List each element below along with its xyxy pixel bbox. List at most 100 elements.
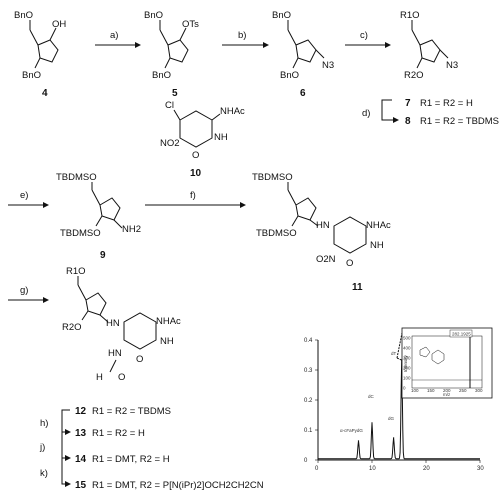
arrow-d [381, 99, 399, 123]
c5-number: 5 [172, 88, 178, 99]
c12-15-o1: O [118, 372, 125, 383]
chromatogram-trace [318, 359, 480, 460]
compound-11: TBDMSO TBDMSO HN NHAc NH O2N O 11 [252, 172, 391, 293]
c12-15-r1o: R1O [66, 266, 86, 277]
compound-6: BnO N3 BnO 6 [272, 10, 334, 99]
c8-number: 8 [405, 116, 411, 127]
c6-n3: N3 [322, 60, 334, 71]
step-g: g) [20, 285, 28, 296]
ms-x-tick-0: 100 [411, 388, 419, 393]
x-tick-label-1: 10 [369, 466, 376, 472]
c5-bno-2: BnO [152, 70, 171, 81]
compound-7-8: R1O N3 R2O [400, 10, 458, 81]
peak-point-3 [401, 359, 403, 361]
c6-bno-1: BnO [272, 10, 291, 21]
peak-label-dg: dG [388, 416, 395, 421]
c11-tbdmso-2: TBDMSO [256, 228, 297, 239]
compound-10: Cl NHAc NH NO2 O 10 [160, 100, 245, 179]
c15-number: 15 [75, 480, 87, 491]
c14-definition: R1 = DMT, R2 = H [92, 454, 170, 465]
c12-15-o2: O [136, 354, 143, 365]
c10-o: O [192, 150, 199, 161]
c9-nh2: NH2 [122, 224, 141, 235]
x-tick-label-0: 0 [315, 466, 319, 472]
c12-15-hn: HN [106, 318, 120, 329]
x-tick-label-2: 20 [423, 466, 430, 472]
c11-o: O [346, 258, 353, 269]
c9-tbdmso-1: TBDMSO [56, 172, 97, 183]
c12-15-hn-2: HN [108, 348, 122, 359]
c11-number: 11 [352, 282, 363, 293]
step-d: d) [362, 108, 370, 119]
compound-5: BnO OTs BnO 5 [144, 10, 199, 99]
step-e: e) [20, 190, 28, 201]
c78-r1o: R1O [400, 10, 420, 21]
c4-oh: OH [52, 19, 66, 30]
peak-point-0 [357, 440, 360, 442]
ms-y-tick-4: 400 [403, 346, 411, 351]
c7-number: 7 [405, 98, 411, 109]
c4-bno-1: BnO [14, 10, 33, 21]
step-b: b) [238, 30, 246, 41]
c13-definition: R1 = R2 = H [92, 428, 145, 439]
c7-definition: R1 = R2 = H [420, 98, 473, 109]
ms-x-tick-2: 200 [443, 388, 451, 393]
peak-point-2 [393, 437, 395, 439]
ms-y-tick-0: 0 [403, 386, 406, 391]
ms-x-tick-4: 300 [475, 388, 483, 393]
c4-number: 4 [42, 88, 48, 99]
peak-point-1 [371, 422, 373, 424]
c12-15-r2o: R2O [62, 322, 82, 333]
c15-definition: R1 = DMT, R2 = P[N(iPr)2]OCH2CH2CN [92, 480, 264, 491]
c5-bno-1: BnO [144, 10, 163, 21]
c78-n3: N3 [446, 60, 458, 71]
ms-peak-value: 282.1925 [452, 332, 471, 337]
y-tick-label-4: 0.4 [304, 338, 313, 344]
ms-ylabel: Intensity [403, 354, 408, 372]
step-f: f) [190, 190, 196, 201]
c78-r2o: R2O [404, 70, 424, 81]
c11-nhac: NHAc [366, 220, 391, 231]
ms-y-tick-2: 200 [403, 366, 411, 371]
ms-inset: 282.1925 m/z Intensity 100 150 200 250 300 0… [401, 327, 493, 399]
ms-y-tick-5: 500 [403, 336, 411, 341]
c12-15-nhac: NHAc [156, 316, 181, 327]
c4-bno-2: BnO [22, 70, 41, 81]
ms-x-tick-1: 150 [427, 388, 435, 393]
c11-hn: HN [316, 220, 330, 231]
arrow-j [61, 431, 71, 461]
c12-15-nh: NH [160, 336, 174, 347]
c10-nh: NH [214, 132, 228, 143]
compound-4: BnO OH BnO 4 [14, 10, 66, 99]
y-tick-label-1: 0.1 [304, 428, 313, 434]
c10-cl: Cl [165, 100, 174, 111]
step-j: j) [39, 442, 45, 453]
c10-number: 10 [190, 168, 202, 179]
c9-number: 9 [100, 250, 106, 261]
peak-label-dc: dC [368, 394, 375, 399]
c10-nhac: NHAc [220, 106, 245, 117]
arrow-h [61, 409, 71, 435]
x-tick-label-3: 30 [477, 466, 484, 472]
c6-bno-2: BnO [280, 70, 299, 81]
c9-tbdmso-2: TBDMSO [60, 228, 101, 239]
ms-y-tick-3: 300 [403, 356, 411, 361]
step-c: c) [360, 30, 368, 41]
step-h: h) [40, 418, 48, 429]
ms-x-tick-3: 250 [459, 388, 467, 393]
c11-no2: O2N [316, 254, 336, 265]
peak-label-acfapydg: α-cFaPydG [340, 428, 363, 433]
ms-xlabel: m/z [443, 392, 451, 397]
c14-number: 14 [75, 454, 87, 465]
c12-number: 12 [75, 406, 87, 417]
c11-nh: NH [370, 240, 384, 251]
step-a: a) [110, 30, 118, 41]
c11-tbdmso-1: TBDMSO [252, 172, 293, 183]
ms-y-tick-1: 100 [403, 376, 411, 381]
c5-ots: OTs [182, 19, 199, 30]
compound-12-15: R1O R2O HN NHAc NH HN H O O [62, 266, 181, 383]
c10-no2: NO2 [160, 138, 180, 149]
c13-number: 13 [75, 428, 87, 439]
